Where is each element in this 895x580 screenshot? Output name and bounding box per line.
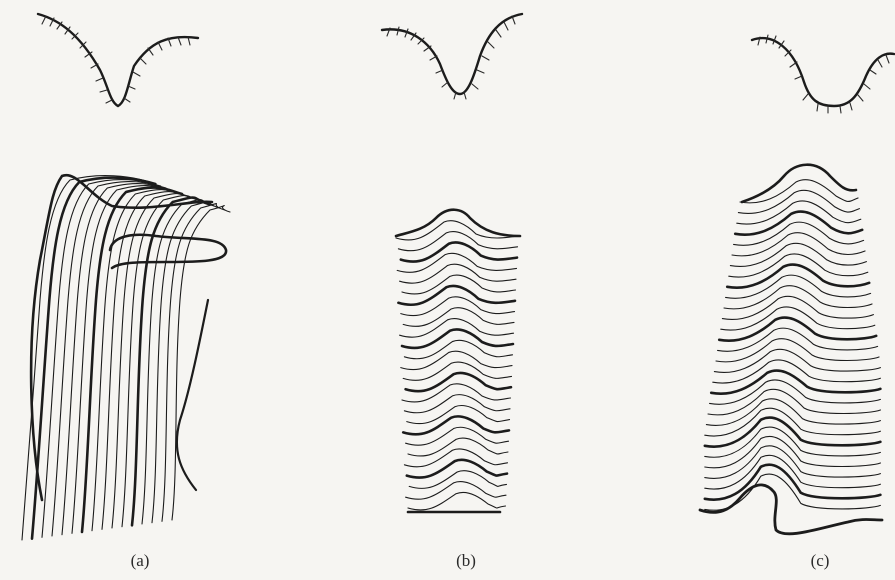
right-edge-contour [177,300,208,490]
bottom-contour [700,485,882,534]
panel-a [22,14,230,540]
index-contour [32,178,155,539]
panel-c [700,35,894,534]
hatch-tick [878,60,882,67]
hatch-tick [886,55,889,63]
contour-line [408,438,508,456]
hatch-tick [106,100,112,103]
hatch-tick [482,56,489,60]
hatch-tick [496,30,501,37]
hatch-tick [488,42,494,48]
hatch-tick [96,78,103,81]
panel-c-hatch [758,35,889,113]
panel-a-profile [38,14,198,106]
index-contour [705,418,881,447]
index-contour [132,198,209,526]
hatch-tick [477,70,484,73]
index-contour [401,242,517,261]
index-contour [406,373,511,391]
contour-line [402,275,516,294]
panel-a-label: (a) [110,551,170,571]
contour-line [403,308,514,327]
top-contour [742,165,856,202]
hatch-tick [803,94,808,100]
contour-line [406,482,506,500]
contour-line [404,340,512,359]
hatch-tick [850,103,852,110]
panel-b-label: (b) [436,551,496,571]
index-contour [407,460,507,478]
contour-line [402,384,511,402]
contour-line [400,319,514,338]
contour-line [397,253,516,272]
hatch-tick [504,22,508,30]
index-contour [82,188,182,532]
hatch-tick [100,90,107,92]
contour-line [400,264,516,283]
hatch-tick [124,98,130,102]
hatch-tick [42,16,46,24]
panel-b-contours [396,210,520,512]
hatch-tick [864,84,870,89]
panel-c-profile [752,35,894,113]
panel-a-contours [22,175,230,540]
hatch-tick [472,84,478,89]
hatch-tick [133,72,140,76]
panel-c-label: (c) [790,551,850,571]
panel-c-contours [700,165,882,534]
hatch-tick [817,104,818,111]
panel-a-hatch [42,16,190,103]
hatch-tick [442,82,448,87]
contour-line [401,297,515,316]
index-contour [402,329,513,348]
hatch-tick [158,42,162,50]
panel-b-profile [382,14,522,99]
contour-line [401,351,512,369]
hatch-tick [870,70,876,74]
contour-line [172,206,230,520]
contour-line [403,362,511,380]
contour-line [162,204,225,522]
index-contour [403,416,509,434]
contour-line [404,395,510,413]
hatch-tick [840,106,841,113]
contour-line [406,427,509,445]
hatch-tick [795,76,802,79]
contour-line [407,406,510,424]
panel-b [382,14,522,512]
hatch-tick [140,58,146,64]
index-contour [398,286,515,305]
hatch-tick [858,95,863,101]
